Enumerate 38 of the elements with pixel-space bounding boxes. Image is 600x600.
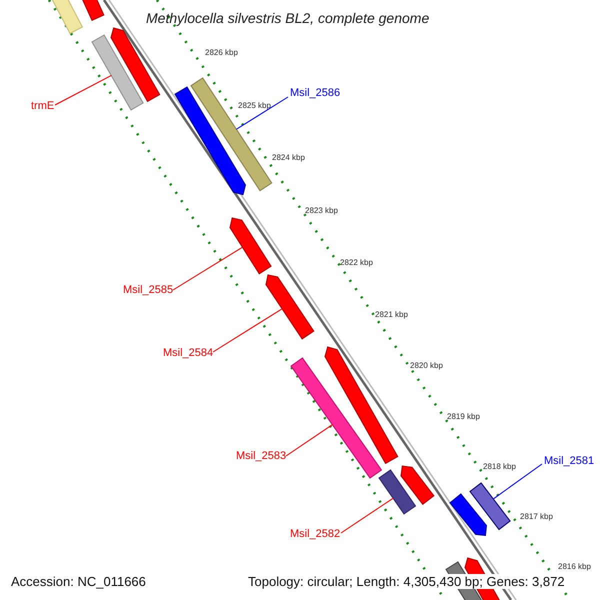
scale-label: 2819 kbp [447, 412, 480, 422]
leader-line [54, 74, 112, 106]
gene-bar [90, 34, 144, 110]
leader-line [172, 246, 243, 290]
gene-bar [378, 469, 417, 515]
footer-text: Topology: circular; Length: 4,305,430 bp; Genes: 3,872 [246, 574, 567, 589]
scale-label: 2818 kbp [483, 462, 516, 472]
gene-label: Msil_2585 [123, 284, 174, 297]
gene-bar [228, 217, 272, 275]
gene-bar [110, 27, 162, 102]
gene-bar [448, 492, 488, 536]
scale-label: 2826 kbp [205, 48, 238, 58]
gene-bar [190, 77, 273, 192]
gene-bar [400, 465, 435, 506]
title: Methylocella silvestris BL2, complete genome [146, 10, 430, 27]
leader-line [212, 308, 283, 352]
leader-line [493, 464, 542, 500]
gene-label: Msil_2582 [290, 528, 340, 541]
scale-label: 2823 kbp [305, 206, 338, 216]
scale-label: 2825 kbp [238, 101, 271, 111]
gene-bar [290, 356, 383, 480]
gene-label: Msil_2583 [236, 450, 286, 463]
gene-label: Msil_2584 [163, 347, 214, 360]
scale-label: 2822 kbp [340, 258, 373, 268]
gene-label: Msil_2586 [290, 87, 340, 100]
gene-label: trmE [31, 100, 54, 113]
leader-line [340, 498, 394, 534]
gene-bar [324, 346, 400, 464]
footer-text: Accession: NC_011666 [9, 574, 148, 589]
scale-label: 2821 kbp [375, 310, 408, 320]
gene-label: Msil_2581 [544, 455, 594, 468]
gene-bar [469, 482, 512, 530]
scale-label: 2817 kbp [520, 512, 553, 522]
gene-bar [265, 274, 315, 340]
scale-label: 2816 kbp [558, 562, 591, 572]
leader-line [286, 424, 334, 456]
scale-label: 2820 kbp [410, 361, 443, 371]
leader-line [236, 96, 288, 130]
